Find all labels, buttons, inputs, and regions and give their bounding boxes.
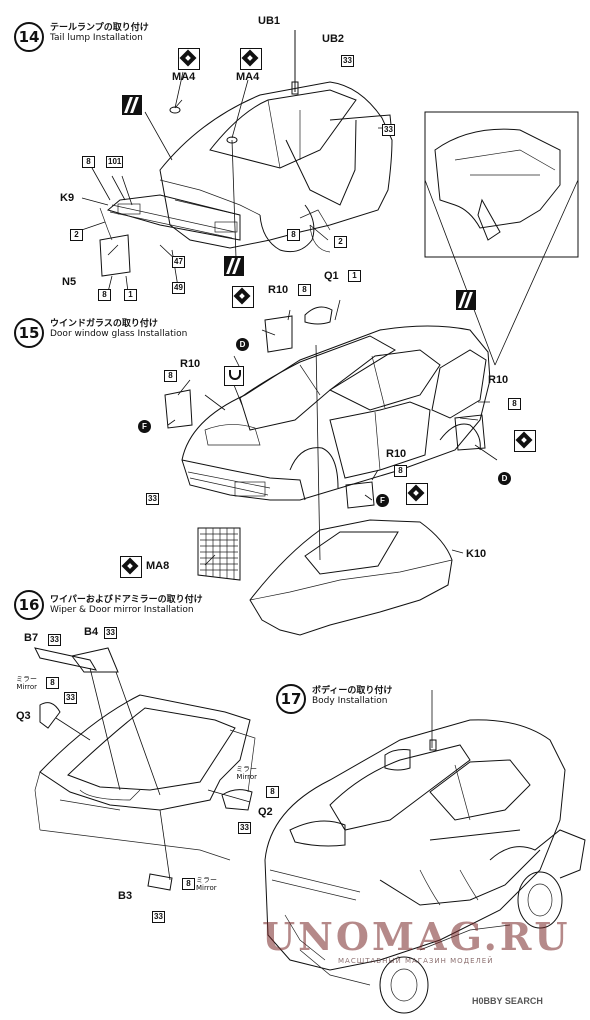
decal-marker-icon [232,286,254,308]
color-49: 49 [172,282,185,294]
decal-marker-icon [514,430,536,452]
marker-f: F [138,420,151,433]
part-b4: B4 [84,626,99,638]
step17-body [264,719,586,1014]
step14-body [99,81,393,277]
hobby-search-credit: H0BBY SEARCH [472,996,543,1006]
step-14-title-jp: テールランプの取り付け [50,23,149,33]
color-33: 33 [48,634,61,646]
part-r10-bottom: R10 [386,448,407,460]
marker-d: D [236,338,249,351]
step-number: 14 [18,28,40,46]
step-15-title-jp: ウインドガラスの取り付け [50,319,158,329]
mirror-en: Mirror [196,884,217,892]
marker-d: D [498,472,511,485]
part-q2: Q2 [258,806,273,818]
decal-marker-icon [178,48,200,70]
mirror-jp: ミラー [16,675,37,683]
step-number: 15 [18,324,40,342]
step-14-badge: 14 [14,22,44,52]
color-8: 8 [82,156,95,168]
color-2: 2 [70,229,83,241]
part-k9: K9 [60,192,75,204]
part-n5: N5 [62,276,77,288]
part-ma4-right: MA4 [236,71,260,83]
color-33: 33 [104,627,117,639]
color-8: 8 [508,398,521,410]
inset-detail [424,111,579,258]
marker-f: F [376,494,389,507]
mirror-jp: ミラー [196,876,217,884]
color-33: 33 [152,911,165,923]
part-r10-left: R10 [180,358,201,370]
part-ma8: MA8 [146,560,170,572]
step16-body [34,647,256,891]
decal-sheet-icon [224,256,244,276]
step-16-badge: 16 [14,590,44,620]
color-8: 8 [266,786,279,798]
k10-shell [249,519,453,636]
color-33: 33 [382,124,395,136]
step-17-title-jp: ボディーの取り付け [312,686,393,696]
part-ub1: UB1 [258,15,281,27]
step-number: 16 [18,596,40,614]
part-q3: Q3 [16,710,31,722]
step-16-title-en: Wiper & Door mirror Installation [50,605,194,615]
color-1: 1 [124,289,137,301]
color-1: 1 [348,270,361,282]
color-33: 33 [341,55,354,67]
step-14-title-en: Tail lump Installation [50,33,143,43]
part-r10-right: R10 [488,374,509,386]
color-8: 8 [182,878,195,890]
decal-marker-icon [120,556,142,578]
color-8: 8 [164,370,177,382]
mirror-en: Mirror [16,683,37,691]
part-q1: Q1 [324,270,339,282]
part-ma4-left: MA4 [172,71,196,83]
watermark-subtitle: МАСШТАБНЫЙ МАГАЗИН МОДЕЛЕЙ [338,957,494,965]
part-k10: K10 [466,548,487,560]
part-ub2: UB2 [322,33,345,45]
decal-sheet-icon [456,290,476,310]
color-8: 8 [394,465,407,477]
color-8: 8 [98,289,111,301]
part-r10-top: R10 [268,284,289,296]
color-33: 33 [64,692,77,704]
step15-body [164,306,491,581]
color-47: 47 [172,256,185,268]
color-8: 8 [46,677,59,689]
step-17-badge: 17 [276,684,306,714]
step-15-badge: 15 [14,318,44,348]
step-number: 17 [280,690,302,708]
decal-u-icon [224,366,244,386]
color-101: 101 [106,156,124,168]
mirror-en: Mirror [236,773,257,781]
watermark: UNOMAG.RU [262,914,571,959]
decal-sheet-icon [122,95,142,115]
decal-marker-icon [406,483,428,505]
step-17-title-en: Body Installation [312,696,388,706]
part-b3: B3 [118,890,133,902]
decal-marker-icon [240,48,262,70]
color-33: 33 [238,822,251,834]
step-15-title-en: Door window glass Installation [50,329,188,339]
color-8: 8 [287,229,300,241]
part-b7: B7 [24,632,39,644]
color-2: 2 [334,236,347,248]
color-33: 33 [146,493,159,505]
color-8: 8 [298,284,311,296]
step-16-title-jp: ワイパーおよびドアミラーの取り付け [50,595,203,605]
mirror-jp: ミラー [236,765,257,773]
